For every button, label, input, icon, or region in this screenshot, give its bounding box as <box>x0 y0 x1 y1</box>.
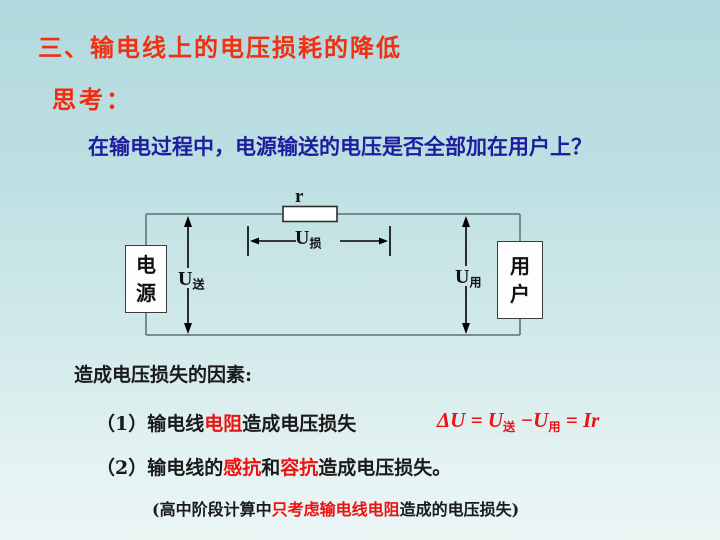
u-send-arrow <box>184 216 192 334</box>
formula-u-use-sub: 用 <box>548 419 561 434</box>
user-load-char-1: 用 <box>510 254 530 278</box>
u-use-subscript: 用 <box>469 275 482 290</box>
factor-item-2: （2）输电线的感抗和容抗造成电压损失。 <box>96 453 451 480</box>
u-loss-arrowhead-right <box>379 237 388 245</box>
power-source-box: 电 源 <box>125 245 167 313</box>
factor-2-suffix: 造成电压损失。 <box>318 457 452 479</box>
factor-1-prefix: （1）输电线 <box>96 413 205 435</box>
u-use-symbol: U <box>455 266 470 288</box>
u-loss-symbol: U <box>295 227 310 249</box>
factor-1-highlight: 电阻 <box>204 413 243 435</box>
think-label: 思考： <box>52 85 133 114</box>
u-send-symbol: U <box>178 268 193 290</box>
factor-2-highlight-1: 感抗 <box>223 457 262 479</box>
u-send-arrowhead-down <box>184 323 192 334</box>
u-use-label: U用 <box>455 266 481 291</box>
factor-1-suffix: 造成电压损失 <box>242 413 357 435</box>
u-use-arrowhead-down <box>462 323 470 334</box>
factors-heading: 造成电压损失的因素: <box>74 364 253 386</box>
page-title: 三、输电线上的电压损耗的降低 <box>38 33 402 62</box>
formula-u-send-sub: 送 <box>502 419 516 434</box>
u-loss-label: U损 <box>295 227 321 252</box>
formula-u-use: U <box>533 408 549 432</box>
u-send-subscript: 送 <box>192 277 205 292</box>
footnote-highlight: 只考虑输电线电阻 <box>271 500 400 519</box>
u-loss-dimension <box>247 226 391 256</box>
footnote: (高中阶段计算中只考虑输电线电阻造成的电压损失) <box>152 496 519 520</box>
formula-equals-1: = <box>470 408 483 432</box>
factor-2-prefix: （2）输电线的 <box>96 457 224 479</box>
formula-ir: Ir <box>582 408 600 432</box>
voltage-loss-formula: ΔU = U送 −U用 = Ir <box>437 408 599 435</box>
power-source-char-1: 电 <box>136 253 156 277</box>
user-load-char-2: 户 <box>510 282 530 306</box>
formula-u-send: U <box>487 408 503 432</box>
formula-delta-u: ΔU <box>437 408 466 432</box>
resistor-symbol <box>282 205 338 223</box>
question-text: 在输电过程中，电源输送的电压是否全部加在用户上？ <box>88 134 592 159</box>
u-loss-arrowhead-left <box>250 237 259 245</box>
u-use-arrowhead-up <box>462 216 470 227</box>
formula-equals-2: = <box>565 408 578 432</box>
footnote-suffix: 造成的电压损失) <box>399 500 520 519</box>
formula-minus: − <box>520 408 534 432</box>
factor-2-middle: 和 <box>261 457 281 479</box>
u-send-label: U送 <box>178 268 204 293</box>
factor-item-1: （1）输电线电阻造成电压损失 <box>96 409 356 436</box>
u-send-arrowhead-up <box>184 216 192 227</box>
footnote-prefix: (高中阶段计算中 <box>152 500 272 519</box>
resistor-label: r <box>295 186 304 207</box>
power-source-char-2: 源 <box>136 281 156 305</box>
factor-2-highlight-2: 容抗 <box>280 457 319 479</box>
user-load-box: 用 户 <box>497 241 543 319</box>
u-loss-subscript: 损 <box>309 236 322 251</box>
u-use-arrow <box>462 216 470 334</box>
